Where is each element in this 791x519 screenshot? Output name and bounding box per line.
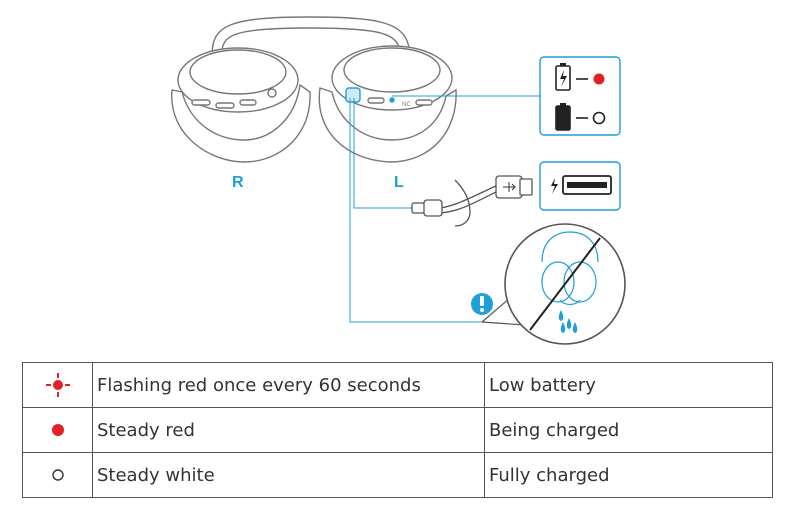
table-row: Steady white Fully charged [22,452,773,498]
warning-icon [471,293,493,315]
white-dot-icon [51,469,64,481]
battery-low-icon [555,63,571,91]
left-earcup-label: L [394,174,404,191]
led-status-table: Flashing red once every 60 seconds Low b… [22,362,773,498]
callout-lines [349,95,540,323]
led-status-box [539,56,621,136]
led-white-icon [592,111,606,125]
lightning-icon [551,178,558,194]
status-description: Steady white [92,452,485,498]
status-description: Steady red [92,407,485,453]
usb-plug-icon [495,175,533,199]
table-row: Steady red Being charged [22,407,773,453]
status-meaning: Fully charged [484,452,773,498]
status-description: Flashing red once every 60 seconds [92,362,485,408]
charging-port-icon [562,175,612,195]
charger-box [539,161,621,211]
noise-cancel-label: NC [402,102,411,108]
red-dot-icon [51,424,64,436]
no-water-icon [481,223,626,345]
status-meaning: Being charged [484,407,773,453]
usb-cable [439,179,501,227]
headphone-charging-diagram: R NC L [171,16,626,345]
status-icon-cell [22,407,93,453]
status-icon-cell [22,362,93,408]
battery-full-icon [555,103,571,131]
left-earcup [318,45,457,163]
usb-c-connector-icon [411,199,443,217]
flashing-red-led-icon [45,373,70,397]
led-red-icon [593,73,605,85]
table-row: Flashing red once every 60 seconds Low b… [22,362,773,408]
status-icon-cell [22,452,93,498]
status-meaning: Low battery [484,362,773,408]
right-earcup [171,47,311,163]
right-earcup-label: R [232,174,244,191]
